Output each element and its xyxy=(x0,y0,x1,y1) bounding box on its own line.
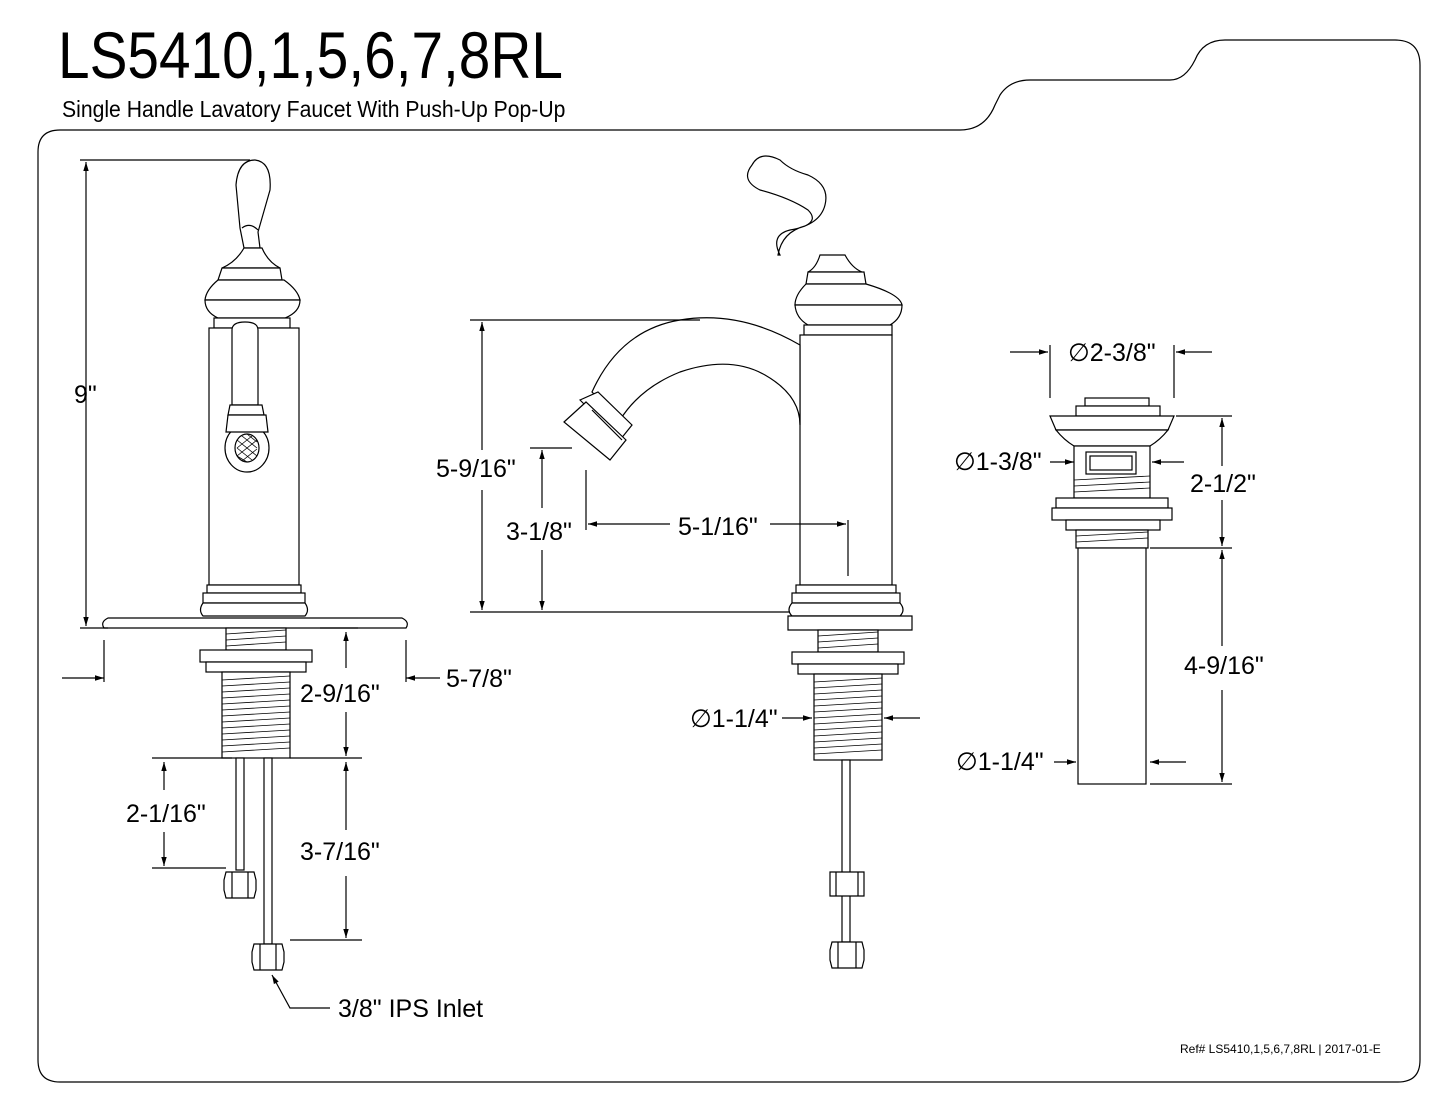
dim-plate-width: 5-7/8" xyxy=(446,665,512,693)
dim-spout-height: 5-9/16" xyxy=(436,455,516,483)
dim-drain-tail-diameter: ∅1-1/4" xyxy=(956,748,1044,776)
dim-spout-reach: 5-1/16" xyxy=(678,513,758,541)
dimension-lines xyxy=(62,159,1232,1009)
sheet-border xyxy=(37,39,1421,1083)
dim-supply-offset: 2-1/16" xyxy=(126,800,206,828)
dim-shank-length: 2-9/16" xyxy=(300,680,380,708)
dimension-labels: 9" 5-7/8" 2-9/16" 2-1/16" 3-7/16" 3/8" I… xyxy=(74,339,1264,1023)
dim-shank-diameter: ∅1-1/4" xyxy=(690,705,778,733)
dim-drain-body-height: 2-1/2" xyxy=(1190,470,1256,498)
dim-drain-flange-diameter: ∅1-3/8" xyxy=(954,448,1042,476)
model-title: LS5410,1,5,6,7,8RL xyxy=(58,18,563,92)
popup-drain xyxy=(1049,397,1175,785)
dim-supply-length: 3-7/16" xyxy=(300,838,380,866)
dim-drain-tail-length: 4-9/16" xyxy=(1184,652,1264,680)
faucet-side-view xyxy=(563,155,913,969)
dim-drain-cap-diameter: ∅2-3/8" xyxy=(1068,339,1156,367)
product-description: Single Handle Lavatory Faucet With Push-… xyxy=(62,96,566,122)
faucet-front-view xyxy=(102,159,408,971)
dim-overall-height: 9" xyxy=(74,381,97,409)
dim-inlet: 3/8" IPS Inlet xyxy=(338,995,483,1023)
reference-footer: Ref# LS5410,1,5,6,7,8RL | 2017-01-E xyxy=(1180,1042,1381,1056)
dim-aerator-height: 3-1/8" xyxy=(506,518,572,546)
